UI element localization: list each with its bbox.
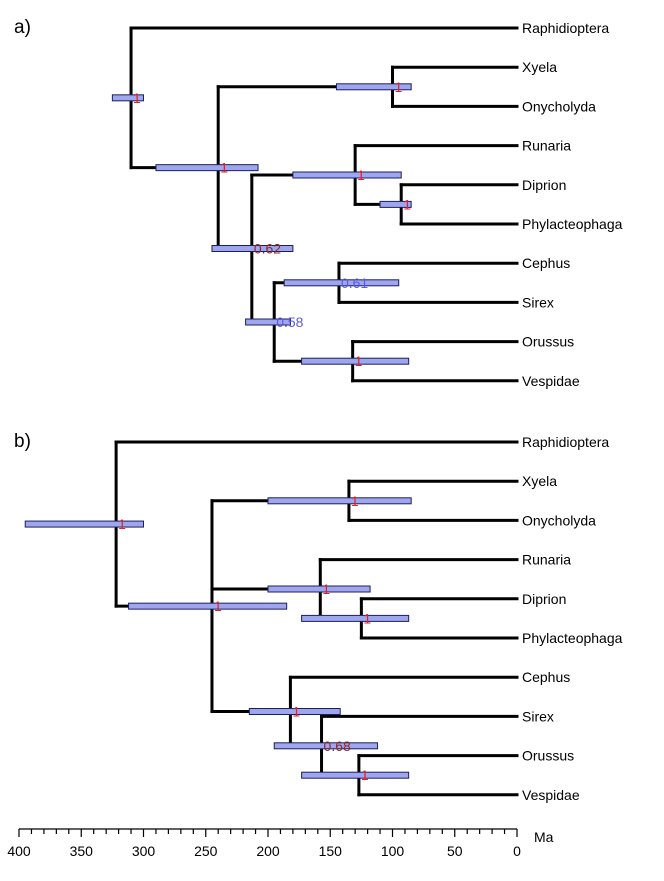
tip-label-cephus: Cephus [522, 255, 570, 271]
support-value-node-4: 1 [363, 610, 371, 626]
tick-label-200: 200 [256, 843, 280, 859]
panel-b-label: b) [14, 431, 31, 452]
hpd-bar-node-6 [245, 318, 291, 326]
support-value-node-6: 0.58 [276, 314, 303, 330]
support-value-node-3: 1 [322, 581, 330, 597]
hpd-bar-node-0 [111, 94, 144, 102]
support-value-node-1: 1 [220, 160, 228, 176]
hpd-bar-node-5 [248, 708, 341, 715]
hpd-bar-node-4 [301, 614, 410, 622]
tip-label-cephus: Cephus [522, 669, 570, 685]
axis-unit-label: Ma [534, 829, 554, 845]
tip-label-runaria: Runaria [522, 552, 571, 568]
hpd-bar-node-4 [292, 171, 402, 179]
hpd-bar-node-2 [267, 497, 412, 505]
support-value-node-2: 1 [351, 493, 359, 509]
hpd-bar-node-6 [273, 742, 379, 750]
hpd-bar-node-1 [155, 164, 259, 172]
panel-b: b) 1 1 1 1 1 1 0.68 1 RaphidiopteraXyelaOnycholy… [14, 431, 623, 803]
tick-label-150: 150 [319, 843, 343, 859]
tip-label-vespidae: Vespidae [522, 787, 580, 803]
hpd-bar-node-3 [211, 245, 294, 252]
tip-label-diprion: Diprion [522, 591, 566, 607]
tick-label-100: 100 [381, 843, 405, 859]
panel-a: a) 1 1 1 0.62 1 1 0.58 0.61 1 RaphidiopteraXyelaO… [14, 17, 623, 389]
support-value-node-1: 1 [214, 598, 222, 614]
hpd-bar-node-5 [379, 200, 412, 208]
tip-label-runaria: Runaria [522, 138, 571, 154]
hpd-bar-node-7 [283, 279, 400, 287]
support-values: 1 1 1 1 1 1 0.68 1 [118, 493, 371, 783]
tip-label-onycholyda: Onycholyda [522, 98, 596, 114]
support-value-node-7: 0.61 [341, 275, 368, 291]
hpd-bar-node-2 [335, 83, 412, 91]
hpd-bar-node-3 [267, 585, 371, 593]
support-value-node-2: 1 [395, 79, 403, 95]
panel-a-label: a) [14, 17, 31, 38]
support-value-node-4: 1 [357, 167, 365, 183]
tip-label-onycholyda: Onycholyda [522, 512, 596, 528]
support-value-node-5: 1 [292, 704, 300, 720]
hpd-bar-node-1 [128, 602, 288, 610]
tick-label-50: 50 [447, 843, 463, 859]
tip-labels: RaphidiopteraXyelaOnycholydaRunariaDipri… [522, 434, 623, 803]
tip-label-phylacteophaga: Phylacteophaga [522, 216, 623, 232]
tip-label-sirex: Sirex [522, 708, 554, 724]
tip-label-raphidioptera: Raphidioptera [522, 20, 609, 36]
support-value-node-7: 1 [361, 767, 369, 783]
hpd-bar-node-7 [301, 771, 410, 779]
support-value-node-6: 0.68 [324, 738, 351, 754]
hpd-bar-node-8 [301, 357, 410, 365]
tip-label-raphidioptera: Raphidioptera [522, 434, 609, 450]
tick-label-0: 0 [513, 843, 521, 859]
support-value-node-0: 1 [118, 516, 126, 532]
tip-label-phylacteophaga: Phylacteophaga [522, 630, 623, 646]
support-value-node-3: 0.62 [254, 241, 281, 257]
tick-label-250: 250 [194, 843, 218, 859]
tip-label-sirex: Sirex [522, 294, 554, 310]
support-value-node-0: 1 [133, 90, 141, 106]
support-value-node-5: 1 [403, 196, 411, 212]
tip-label-orussus: Orussus [522, 748, 574, 764]
tick-label-300: 300 [132, 843, 156, 859]
branches [123, 26, 519, 383]
support-values: 1 1 1 0.62 1 1 0.58 0.61 1 [133, 79, 411, 369]
hpd-bars [24, 497, 412, 779]
tick-label-400: 400 [7, 843, 31, 859]
hpd-bars [111, 83, 412, 365]
tip-label-xyela: Xyela [522, 59, 557, 75]
tip-label-diprion: Diprion [522, 177, 566, 193]
hpd-bar-node-0 [24, 520, 145, 528]
tip-labels: RaphidiopteraXyelaOnycholydaRunariaDipri… [522, 20, 623, 389]
tip-label-xyela: Xyela [522, 473, 557, 489]
tip-label-vespidae: Vespidae [522, 373, 580, 389]
time-axis: Ma 400 350 300 250 200 150 100 50 0 [7, 828, 554, 859]
tip-label-orussus: Orussus [522, 334, 574, 350]
tick-label-350: 350 [70, 843, 94, 859]
support-value-node-8: 1 [355, 353, 363, 369]
